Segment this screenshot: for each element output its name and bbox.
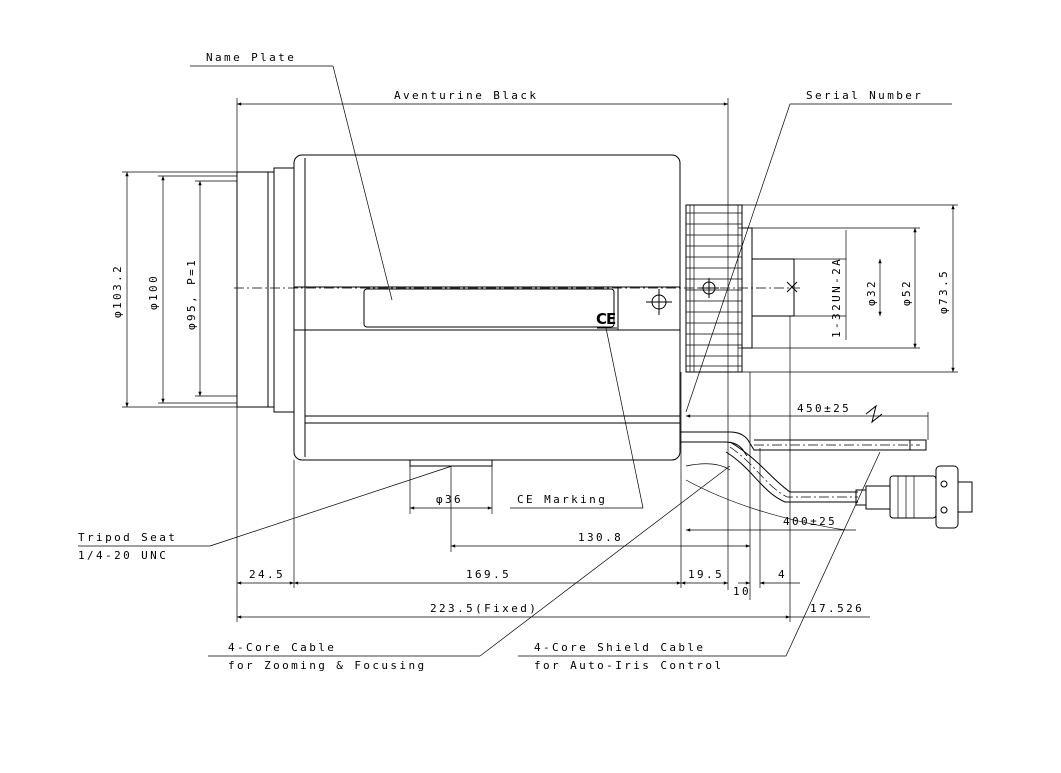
dim-dia-103-2: φ103.2 [111,264,124,318]
lens-body: CE [236,154,681,467]
label-cable-zoom-desc: for Zooming & Focusing [228,659,427,672]
label-cable-iris-title: 4-Core Shield Cable [534,641,705,654]
dim-450: 450±25 [797,402,851,415]
label-name-plate: Name Plate [206,51,296,64]
dim-24-5: 24.5 [249,568,285,581]
dim-130-8: 130.8 [578,531,623,544]
label-cable-iris-desc: for Auto-Iris Control [534,659,723,672]
rear-mount [685,204,958,373]
label-serial-number: Serial Number [806,89,923,102]
dim-19-5: 19.5 [688,568,724,581]
screw-icon [646,289,672,315]
length-dimensions [236,98,929,622]
callouts: Name Plate Serial Number CE Marking Trip… [78,51,952,672]
ce-mark-icon: CE [596,310,616,328]
dim-17-526: 17.526 [810,602,864,615]
cables [680,404,973,531]
dim-dia-32: φ32 [865,279,878,306]
dim-dia-36: φ36 [436,493,463,506]
dim-thread-spec: 1-32UN-2A [830,257,843,338]
label-tripod-thread: 1/4-20 UNC [78,549,168,562]
connector-icon [855,465,973,529]
label-tripod-seat: Tripod Seat [78,531,177,544]
dim-223-5: 223.5(Fixed) [430,602,538,615]
dim-dia-52: φ52 [900,279,913,306]
diameter-dimensions [122,171,955,408]
tripod-seat [409,459,493,467]
dimension-labels-horizontal: Aventurine Black φ36 130.8 450±25 400±25… [249,89,864,615]
label-ce-marking: CE Marking [517,493,607,506]
optical-center-icon [786,281,798,293]
dim-dia-73-5: φ73.5 [937,269,950,314]
dimension-labels-vertical: φ103.2 φ100 φ95, P=1 1-32UN-2A φ32 φ52 φ… [111,257,950,338]
name-plate [363,288,615,328]
dim-400: 400±25 [783,515,837,528]
label-color: Aventurine Black [394,89,538,102]
dim-dia-95: φ95, P=1 [185,258,198,330]
label-cable-zoom-title: 4-Core Cable [228,641,336,654]
dim-10: 10 [733,585,751,598]
dim-169-5: 169.5 [466,568,511,581]
dim-dia-100: φ100 [147,274,160,310]
dim-4: 4 [778,568,787,581]
